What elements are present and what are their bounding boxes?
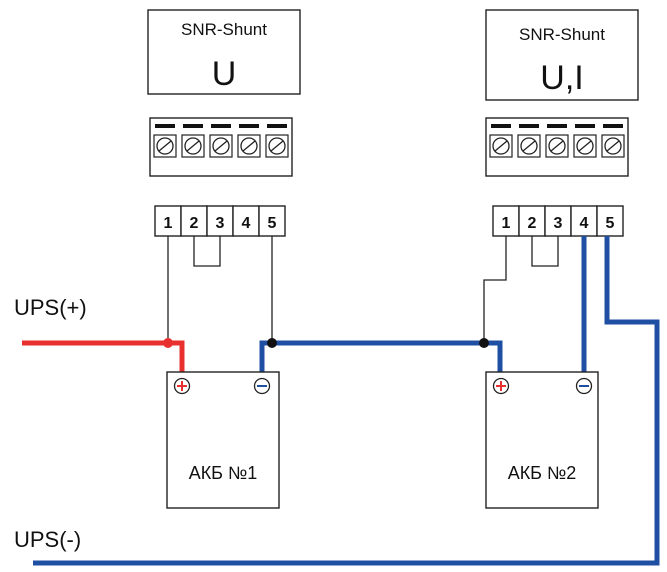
junction-dot — [163, 338, 173, 348]
signal-wires — [167, 236, 559, 343]
screw-icon — [601, 124, 625, 158]
battery-interconnect-wire — [259, 340, 503, 378]
terminal-label: 3 — [554, 215, 563, 232]
ups-negative-wire — [33, 236, 660, 566]
minus-terminal-icon — [253, 377, 271, 395]
terminal-label: 5 — [268, 215, 277, 232]
shunt-1-display — [147, 9, 301, 95]
battery-2-body — [485, 371, 599, 509]
plus-terminal-icon — [492, 377, 510, 395]
terminal-label: 2 — [190, 215, 199, 232]
screw-icon — [573, 124, 597, 158]
shunt-1-terminal-block: 1 2 3 4 5 — [154, 205, 286, 237]
screw-icon — [265, 124, 289, 158]
shunt-1-mode: U — [212, 55, 237, 93]
battery-2: АКБ №2 — [485, 371, 599, 509]
screw-icon — [209, 124, 233, 158]
blue-wires — [33, 236, 660, 566]
shunt-1-screws — [153, 124, 289, 158]
shunt-2-name: SNR-Shunt — [519, 25, 605, 44]
shunt-1: SNR-Shunt U — [147, 9, 301, 237]
terminal-label: 2 — [528, 215, 537, 232]
minus-terminal-icon — [575, 377, 593, 395]
terminal-label: 5 — [606, 215, 615, 232]
shunt-2-screws — [489, 124, 625, 158]
shunt-2: SNR-Shunt U,I — [485, 9, 639, 237]
shunt-2-terminal-block: 1 2 3 4 5 — [492, 205, 624, 237]
ups-plus-label: UPS(+) — [14, 295, 87, 320]
battery-2-label: АКБ №2 — [508, 463, 577, 483]
screw-icon — [489, 124, 513, 158]
screw-icon — [517, 124, 541, 158]
junction-dot — [479, 338, 489, 348]
battery-1: АКБ №1 — [166, 371, 280, 509]
battery-1-label: АКБ №1 — [189, 463, 258, 483]
terminal-label: 1 — [164, 215, 173, 232]
terminal-label: 4 — [580, 215, 589, 232]
ups-positive-wire — [22, 340, 185, 378]
shunt-2-mode: U,I — [540, 59, 583, 97]
junction-dot — [267, 338, 277, 348]
screw-icon — [545, 124, 569, 158]
ups-minus-label: UPS(-) — [14, 527, 81, 552]
shunt-1-name: SNR-Shunt — [181, 20, 267, 39]
screw-icon — [237, 124, 261, 158]
screw-icon — [181, 124, 205, 158]
terminal-label: 1 — [502, 215, 511, 232]
terminal-label: 3 — [216, 215, 225, 232]
wire-shunt-2-t1 — [483, 236, 507, 343]
plus-terminal-icon — [173, 377, 191, 395]
jumper-wire-shunt-2 — [531, 236, 559, 267]
terminal-label: 4 — [242, 215, 251, 232]
battery-1-body — [166, 371, 280, 509]
shunt-2-display — [485, 9, 639, 101]
jumper-wire-shunt-1 — [193, 236, 221, 267]
screw-icon — [153, 124, 177, 158]
